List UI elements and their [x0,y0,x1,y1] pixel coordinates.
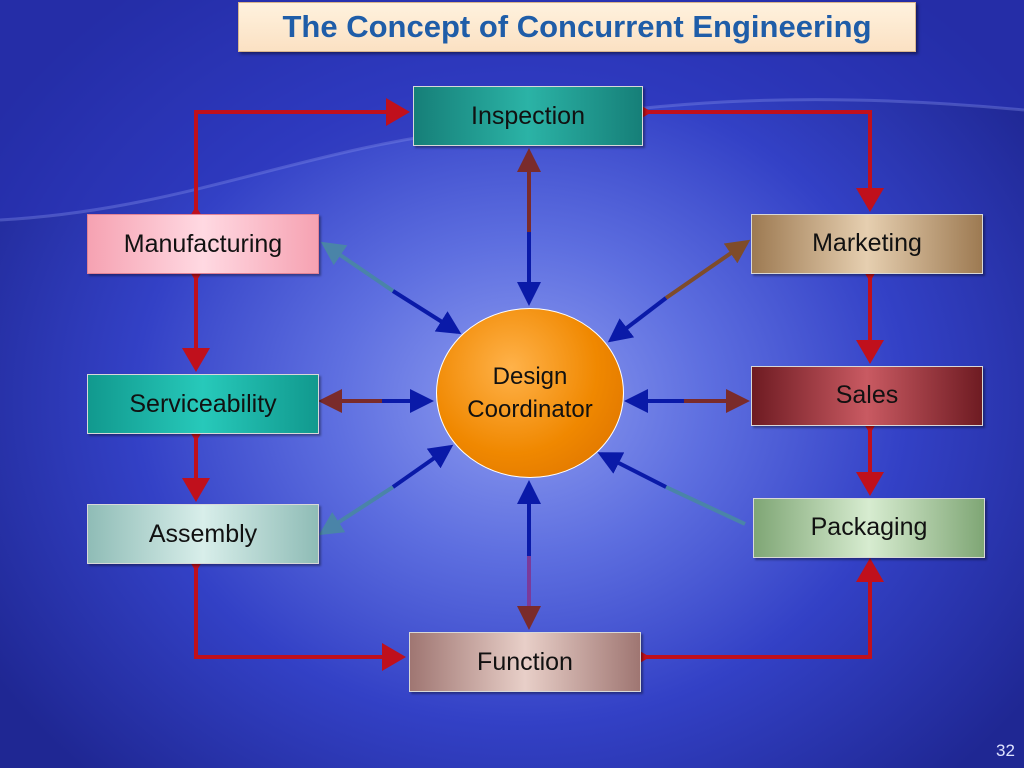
node-label-function: Function [477,647,573,676]
spoke-from-assembly [391,444,454,489]
node-label-marketing: Marketing [812,229,922,257]
spoke-to-assembly [318,485,395,536]
arrow-function-packaging [626,558,884,671]
spoke-to-manufacturing [320,241,395,293]
node-manufacturing: Manufacturing [87,214,319,274]
node-function: Function [409,632,641,692]
center-label-line2: Coordinator [467,396,593,423]
design-coordinator-node: Design Coordinator [436,308,624,478]
node-serviceability: Serviceability [87,374,319,434]
spoke-from-manufacturing [391,289,462,335]
node-label-sales: Sales [835,381,899,409]
node-assembly: Assembly [87,504,319,564]
title-banner: The Concept of Concurrent Engineering [238,2,916,52]
node-label-serviceability: Serviceability [129,389,277,418]
node-label-assembly: Assembly [148,519,258,548]
spoke-from-marketing [607,296,668,343]
node-label-inspection: Inspection [471,101,585,130]
node-sales: Sales [751,366,983,426]
page-number: 32 [996,741,1015,760]
perimeter-arrows [182,98,884,671]
arrow-assembly-function [182,548,406,671]
arrow-inspection-marketing [628,98,884,212]
spoke-from-packaging [597,452,667,489]
spoke-arrows [318,148,751,630]
node-inspection: Inspection [413,86,643,146]
node-marketing: Marketing [751,214,983,274]
spoke-to-marketing [664,239,751,300]
node-label-packaging: Packaging [810,513,928,541]
arrow-manufacturing-inspection [182,98,410,230]
spoke-packaging-tail [665,485,746,526]
slide-title: The Concept of Concurrent Engineering [282,9,872,44]
center-label-line1: Design [492,363,568,390]
node-packaging: Packaging [753,498,985,558]
node-label-manufacturing: Manufacturing [123,229,283,258]
